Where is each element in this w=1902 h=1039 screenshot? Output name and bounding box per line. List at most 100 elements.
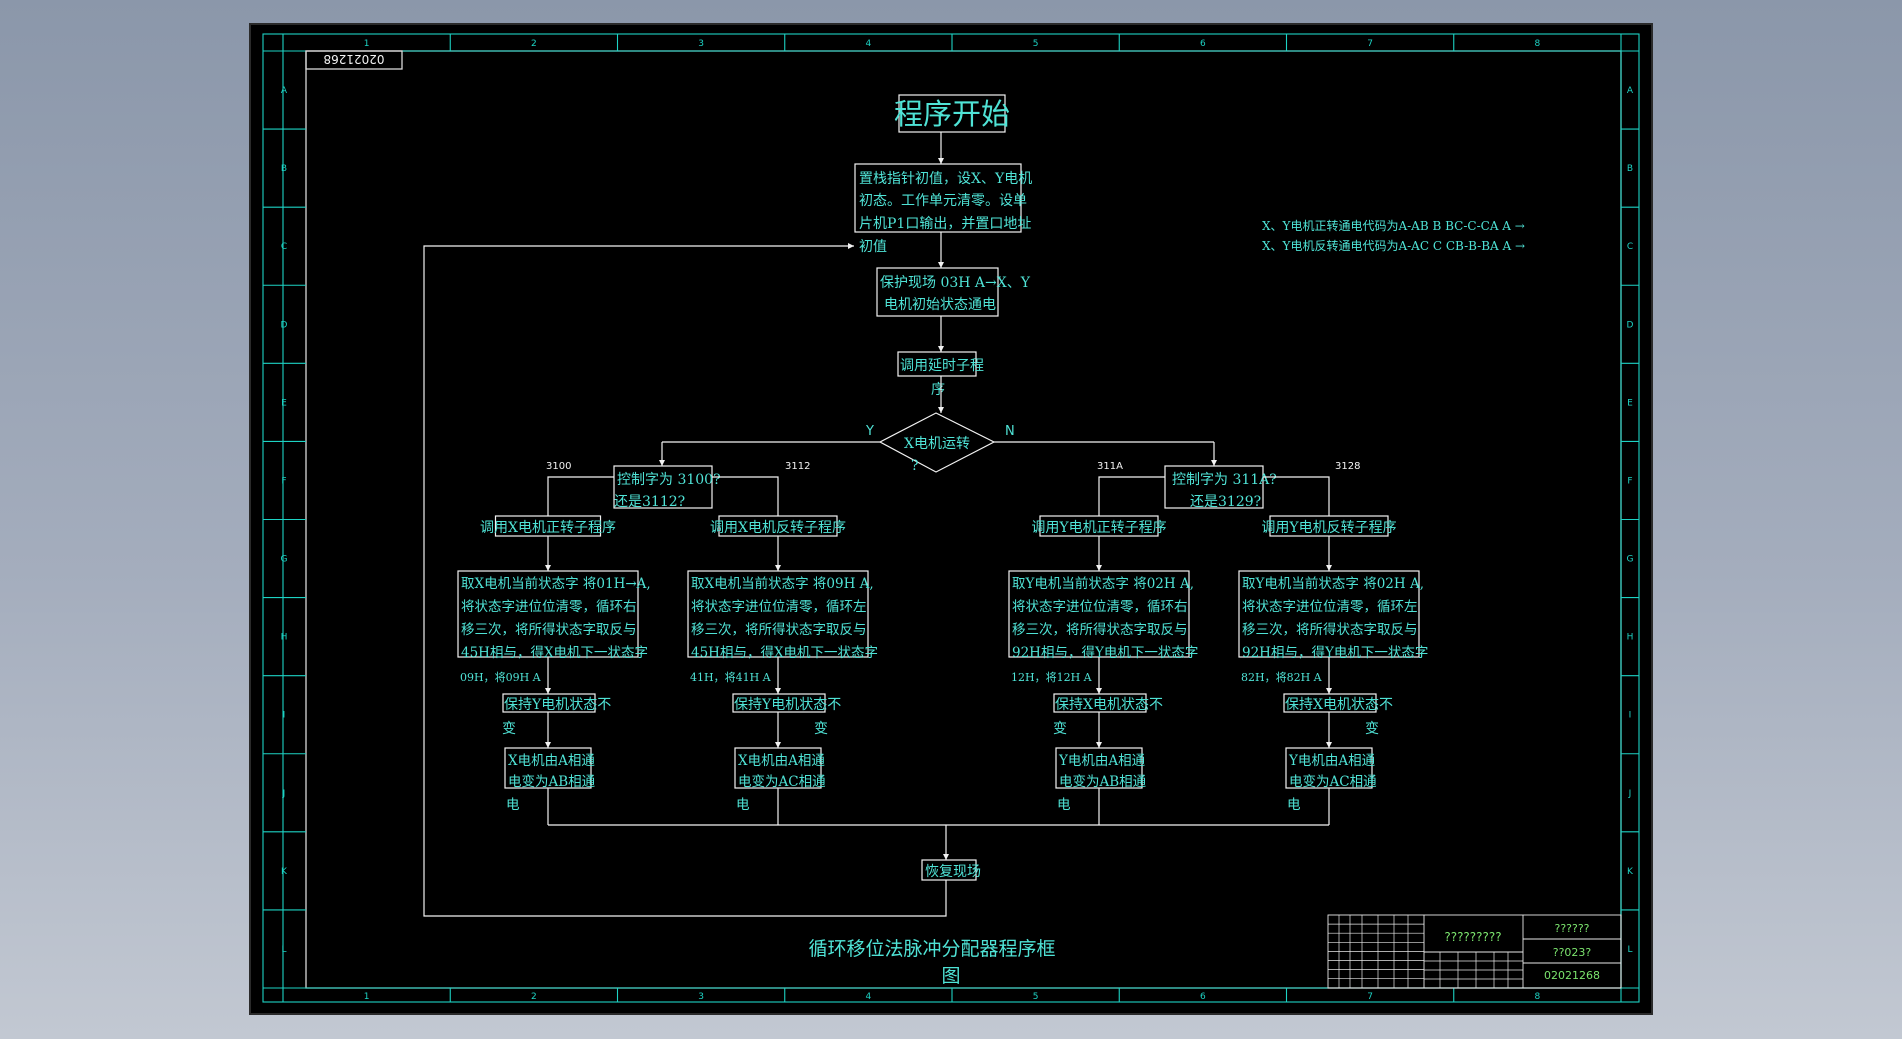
state-line: 取Y电机当前状态字 将02H A, [1242,575,1424,592]
keep-state-line-2: 变 [1365,721,1379,737]
flow-arrow [1096,688,1102,694]
phase-line-1: X电机由A相通 [738,753,825,769]
col-label-top: 3 [698,39,704,49]
flow-arrow [938,346,944,352]
row-label-right: H [1627,633,1634,643]
drawing-number-rotated: 02021268 [323,52,384,66]
flow-arrow [1211,460,1217,466]
flow-arrow [545,688,551,694]
keep-state-line-1: 保持X电机状态不 [1055,697,1163,713]
init-line-2: 初态。工作单元清零。设单 [859,192,1027,209]
row-label-right: C [1627,242,1633,252]
init-box [854,163,1022,233]
keep-state-line-2: 变 [502,721,516,737]
row-label-left: H [281,633,288,643]
flow-arrow [775,742,781,748]
row-label-right: J [1628,789,1632,799]
col-label-top: 5 [1033,39,1039,49]
col-label-top: 7 [1367,39,1373,49]
delay-line-1: 调用延时子程 [900,358,984,374]
phase-line-2: 电变为AC相通 [738,774,826,790]
phase-line-3: 电 [736,797,750,813]
flow-arrow [848,243,854,249]
keep-state-line-2: 变 [814,721,828,737]
phase-line-2: 电变为AB相通 [508,774,596,790]
state-line: 将状态字进位位清零，循环左 [691,599,867,615]
col-label-bottom: 4 [866,992,872,1002]
flow-arrow [1326,688,1332,694]
subroutine-label: 调用X电机反转子程序 [710,520,846,536]
row-label-left: B [281,164,287,174]
phase-line-3: 电 [1287,797,1301,813]
row-label-right: E [1627,398,1633,408]
state-line: 将状态字进位位清零，循环右 [1012,599,1188,615]
note-forward: X、Y电机正转通电代码为A-AB B BC-C-CA A → [1262,218,1525,233]
title-block-code: ??023? [1553,946,1592,959]
right-branch-code-a: 311A [1097,461,1123,472]
phase-line-3: 电 [506,797,520,813]
col-label-bottom: 5 [1033,992,1039,1002]
right-branch-code-b: 3128 [1335,461,1360,472]
col-label-top: 8 [1535,39,1541,49]
init-line-4: 初值 [859,238,887,255]
flow-line [712,476,779,516]
row-label-left: F [281,476,286,486]
col-label-bottom: 2 [531,992,537,1002]
row-label-right: D [1627,320,1634,330]
flow-line [547,476,614,516]
delay-box [897,351,977,377]
loop-back-line [423,245,947,917]
decision-line-2: ? [911,458,919,474]
col-label-top: 4 [866,39,872,49]
sheet-background [249,23,1653,1015]
note-reverse: X、Y电机反转通电代码为A-AC C CB-B-BA A → [1262,238,1525,253]
row-label-left: C [281,242,287,252]
row-label-left: K [281,867,288,877]
left-branch-code-b: 3112 [785,461,810,472]
phase-line-1: X电机由A相通 [508,753,595,769]
keep-state-line-1: 保持Y电机状态不 [734,697,841,713]
flow-arrow [545,742,551,748]
col-label-bottom: 7 [1367,992,1373,1002]
col-label-top: 2 [531,39,537,49]
state-line: 移三次，将所得状态字取反与 [691,621,867,638]
state-line: 92H相与，得Y电机下一状态字 [1012,644,1198,661]
flow-line [1263,476,1330,516]
row-label-left: J [282,789,286,799]
flow-arrow [943,854,949,860]
start-label: 程序开始 [894,97,1010,131]
state-tail: 41H，将41H A [690,671,772,684]
left-control-box [613,465,713,509]
restore-box [921,859,977,881]
state-line: 取X电机当前状态字 将09H A, [691,575,874,592]
row-label-left: I [283,711,286,721]
state-tail: 09H，将09H A [460,671,542,684]
row-label-right: K [1627,867,1634,877]
init-line-1: 置栈指针初值，设X、Y电机 [859,170,1032,187]
init-line-3: 片机P1口输出，并置口地址 [859,216,1031,232]
protect-box [876,267,999,317]
flow-arrow [1096,565,1102,571]
flow-arrow [775,565,781,571]
right-control-box [1164,465,1264,509]
state-line: 移三次，将所得状态字取反与 [1012,621,1188,638]
flow-arrow [545,565,551,571]
title-block-name: ????????? [1444,930,1501,944]
title-block-number: 02021268 [1544,969,1600,982]
keep-state-box [1283,693,1377,713]
row-label-right: L [1627,945,1632,955]
row-label-left: D [281,320,288,330]
phase-line-2: 电变为AC相通 [1289,774,1377,790]
col-label-bottom: 8 [1535,992,1541,1002]
state-line: 45H相与，得X电机下一状态字 [461,644,648,661]
keep-state-line-1: 保持Y电机状态不 [504,697,611,713]
state-line: 45H相与，得X电机下一状态字 [691,644,878,661]
state-line: 92H相与，得Y电机下一状态字 [1242,644,1428,661]
left-control-line-2: 还是3112? [614,494,685,510]
flow-arrow [1326,742,1332,748]
col-label-bottom: 3 [698,992,704,1002]
state-tail: 12H，将12H A [1011,671,1093,684]
keep-state-box [1053,693,1147,713]
